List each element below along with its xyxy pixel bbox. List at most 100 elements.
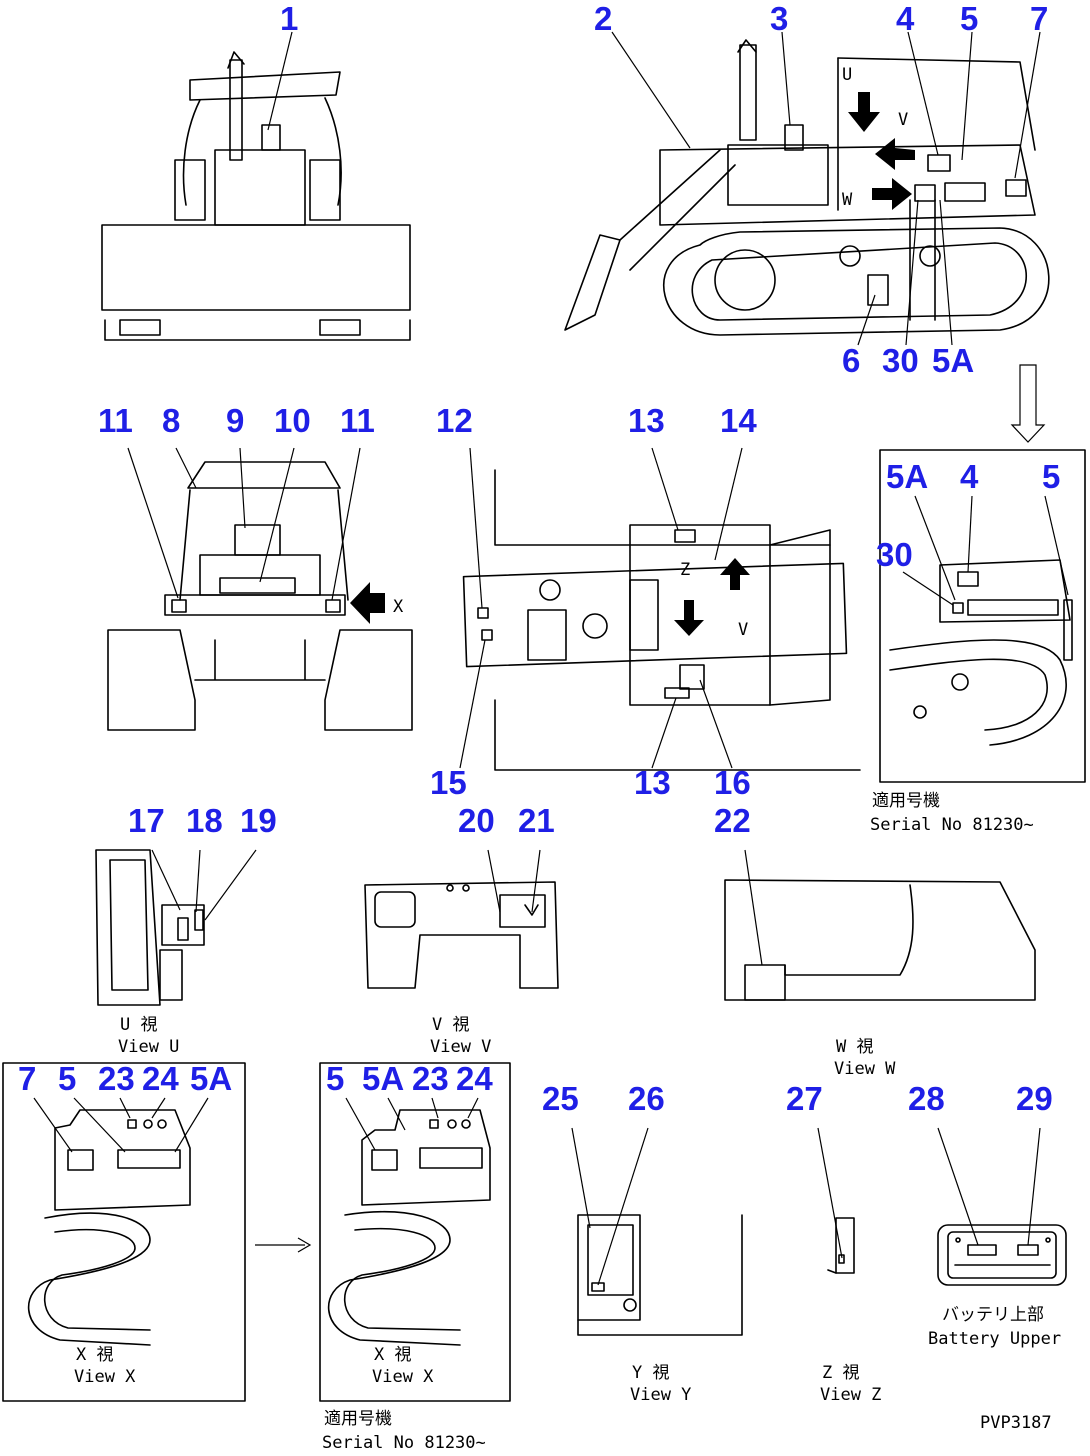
callout-14: 14 bbox=[720, 402, 757, 439]
view-v-drawing bbox=[364, 881, 559, 989]
callout-5a-view-x: 5A bbox=[190, 1060, 232, 1097]
side-view-drawing bbox=[564, 39, 1050, 336]
callouts: 1 2 3 4 5 7 6 30 5A 11 8 9 10 11 12 13 1… bbox=[18, 0, 1060, 1117]
callout-7: 7 bbox=[1030, 0, 1048, 37]
callout-23-view-x: 23 bbox=[98, 1060, 135, 1097]
callout-30: 30 bbox=[882, 342, 919, 379]
svg-text:View X: View X bbox=[74, 1367, 136, 1387]
view-x-transition-arrow bbox=[255, 1237, 312, 1253]
svg-text:V 視: V 視 bbox=[432, 1015, 469, 1035]
callout-8: 8 bbox=[162, 402, 180, 439]
view-letter-v: V bbox=[898, 110, 908, 130]
callout-21: 21 bbox=[518, 802, 555, 839]
svg-text:W 視: W 視 bbox=[836, 1037, 873, 1057]
callout-1: 1 bbox=[280, 0, 298, 37]
svg-text:Y 視: Y 視 bbox=[632, 1363, 669, 1383]
view-u-drawing bbox=[95, 849, 205, 1006]
view-x-right-drawing bbox=[319, 1062, 511, 1402]
leader-lines-view-y bbox=[571, 1127, 649, 1286]
callout-30-inset: 30 bbox=[876, 536, 913, 573]
caption-view-x-right: X 視 View X bbox=[372, 1345, 434, 1387]
svg-text:X 視: X 視 bbox=[76, 1345, 113, 1365]
callout-5a-inset: 5A bbox=[886, 458, 928, 495]
serial-inset-arrow bbox=[1010, 364, 1046, 443]
leader-lines-top bbox=[267, 31, 1041, 346]
rear-view-drawing bbox=[107, 461, 413, 731]
view-letter-w: W bbox=[842, 190, 853, 210]
svg-text:X 視: X 視 bbox=[374, 1345, 411, 1365]
caption-serial-right: 適用号機 Serial No 81230~ bbox=[870, 791, 1034, 835]
drawing-code: PVP3187 bbox=[980, 1413, 1052, 1433]
callout-18: 18 bbox=[186, 802, 223, 839]
svg-text:Z 視: Z 視 bbox=[822, 1363, 859, 1383]
svg-text:Serial No 81230~: Serial No 81230~ bbox=[322, 1433, 486, 1453]
callout-6: 6 bbox=[842, 342, 860, 379]
leader-line-27 bbox=[817, 1127, 843, 1259]
view-x-left-drawing bbox=[2, 1062, 246, 1402]
callout-10: 10 bbox=[274, 402, 311, 439]
callout-13-top: 13 bbox=[628, 402, 665, 439]
caption-serial-bottom: 適用号機 Serial No 81230~ bbox=[322, 1409, 486, 1453]
callout-26: 26 bbox=[628, 1080, 665, 1117]
callout-20: 20 bbox=[458, 802, 495, 839]
callout-5: 5 bbox=[960, 0, 978, 37]
callout-16: 16 bbox=[714, 764, 751, 801]
callout-5-view-x: 5 bbox=[58, 1060, 76, 1097]
callout-13-bottom: 13 bbox=[634, 764, 671, 801]
svg-text:Serial No 81230~: Serial No 81230~ bbox=[870, 815, 1034, 835]
view-z-drawing bbox=[827, 1217, 855, 1274]
callout-5a-view-x2: 5A bbox=[362, 1060, 404, 1097]
leader-lines-view-u bbox=[151, 849, 257, 921]
svg-text:適用号機: 適用号機 bbox=[872, 791, 940, 811]
svg-text:バッテリ上部: バッテリ上部 bbox=[942, 1305, 1044, 1325]
leader-lines-inset bbox=[902, 495, 1069, 606]
callout-7-view-x: 7 bbox=[18, 1060, 36, 1097]
callout-9: 9 bbox=[226, 402, 244, 439]
caption-view-v: V 視 View V bbox=[430, 1015, 491, 1057]
callout-15: 15 bbox=[430, 764, 467, 801]
callout-12: 12 bbox=[436, 402, 473, 439]
callout-11-left: 11 bbox=[98, 402, 133, 439]
leader-lines-view-x-right bbox=[345, 1097, 479, 1151]
leader-lines-rear bbox=[127, 447, 361, 601]
svg-text:適用号機: 適用号機 bbox=[324, 1409, 392, 1429]
view-y-drawing bbox=[577, 1214, 743, 1336]
svg-text:View W: View W bbox=[834, 1059, 896, 1079]
svg-text:View U: View U bbox=[118, 1037, 179, 1057]
view-w-drawing bbox=[724, 879, 1036, 1001]
caption-view-w: W 視 View W bbox=[834, 1037, 896, 1079]
front-view-drawing bbox=[101, 51, 411, 341]
callout-4: 4 bbox=[896, 0, 915, 37]
callout-2: 2 bbox=[594, 0, 612, 37]
callout-25: 25 bbox=[542, 1080, 579, 1117]
svg-text:U 視: U 視 bbox=[120, 1015, 157, 1035]
svg-text:View Z: View Z bbox=[820, 1385, 881, 1405]
callout-5-inset: 5 bbox=[1042, 458, 1060, 495]
callout-22: 22 bbox=[714, 802, 751, 839]
callout-17: 17 bbox=[128, 802, 165, 839]
callout-28: 28 bbox=[908, 1080, 945, 1117]
svg-text:View X: View X bbox=[372, 1367, 434, 1387]
view-letter-x: X bbox=[393, 597, 404, 617]
caption-view-x-left: X 視 View X bbox=[74, 1345, 136, 1387]
caption-view-z: Z 視 View Z bbox=[820, 1363, 881, 1405]
leader-lines-view-v bbox=[487, 849, 541, 913]
callout-24-view-x: 24 bbox=[142, 1060, 179, 1097]
callout-5-view-x2: 5 bbox=[326, 1060, 344, 1097]
callout-5a: 5A bbox=[932, 342, 974, 379]
callout-29: 29 bbox=[1016, 1080, 1053, 1117]
callout-27: 27 bbox=[786, 1080, 823, 1117]
svg-text:View Y: View Y bbox=[630, 1385, 691, 1405]
leader-lines-view-x-left bbox=[33, 1097, 209, 1153]
view-letter-u: U bbox=[842, 65, 852, 85]
caption-view-y: Y 視 View Y bbox=[630, 1363, 691, 1405]
leader-lines-battery bbox=[937, 1127, 1041, 1246]
svg-text:View V: View V bbox=[430, 1037, 491, 1057]
callout-19: 19 bbox=[240, 802, 277, 839]
top-view-drawing bbox=[462, 469, 861, 771]
view-letter-v-top: V bbox=[738, 620, 748, 640]
callout-23-view-x2: 23 bbox=[412, 1060, 449, 1097]
caption-battery-upper: バッテリ上部 Battery Upper bbox=[928, 1305, 1061, 1349]
callout-4-inset: 4 bbox=[960, 458, 979, 495]
